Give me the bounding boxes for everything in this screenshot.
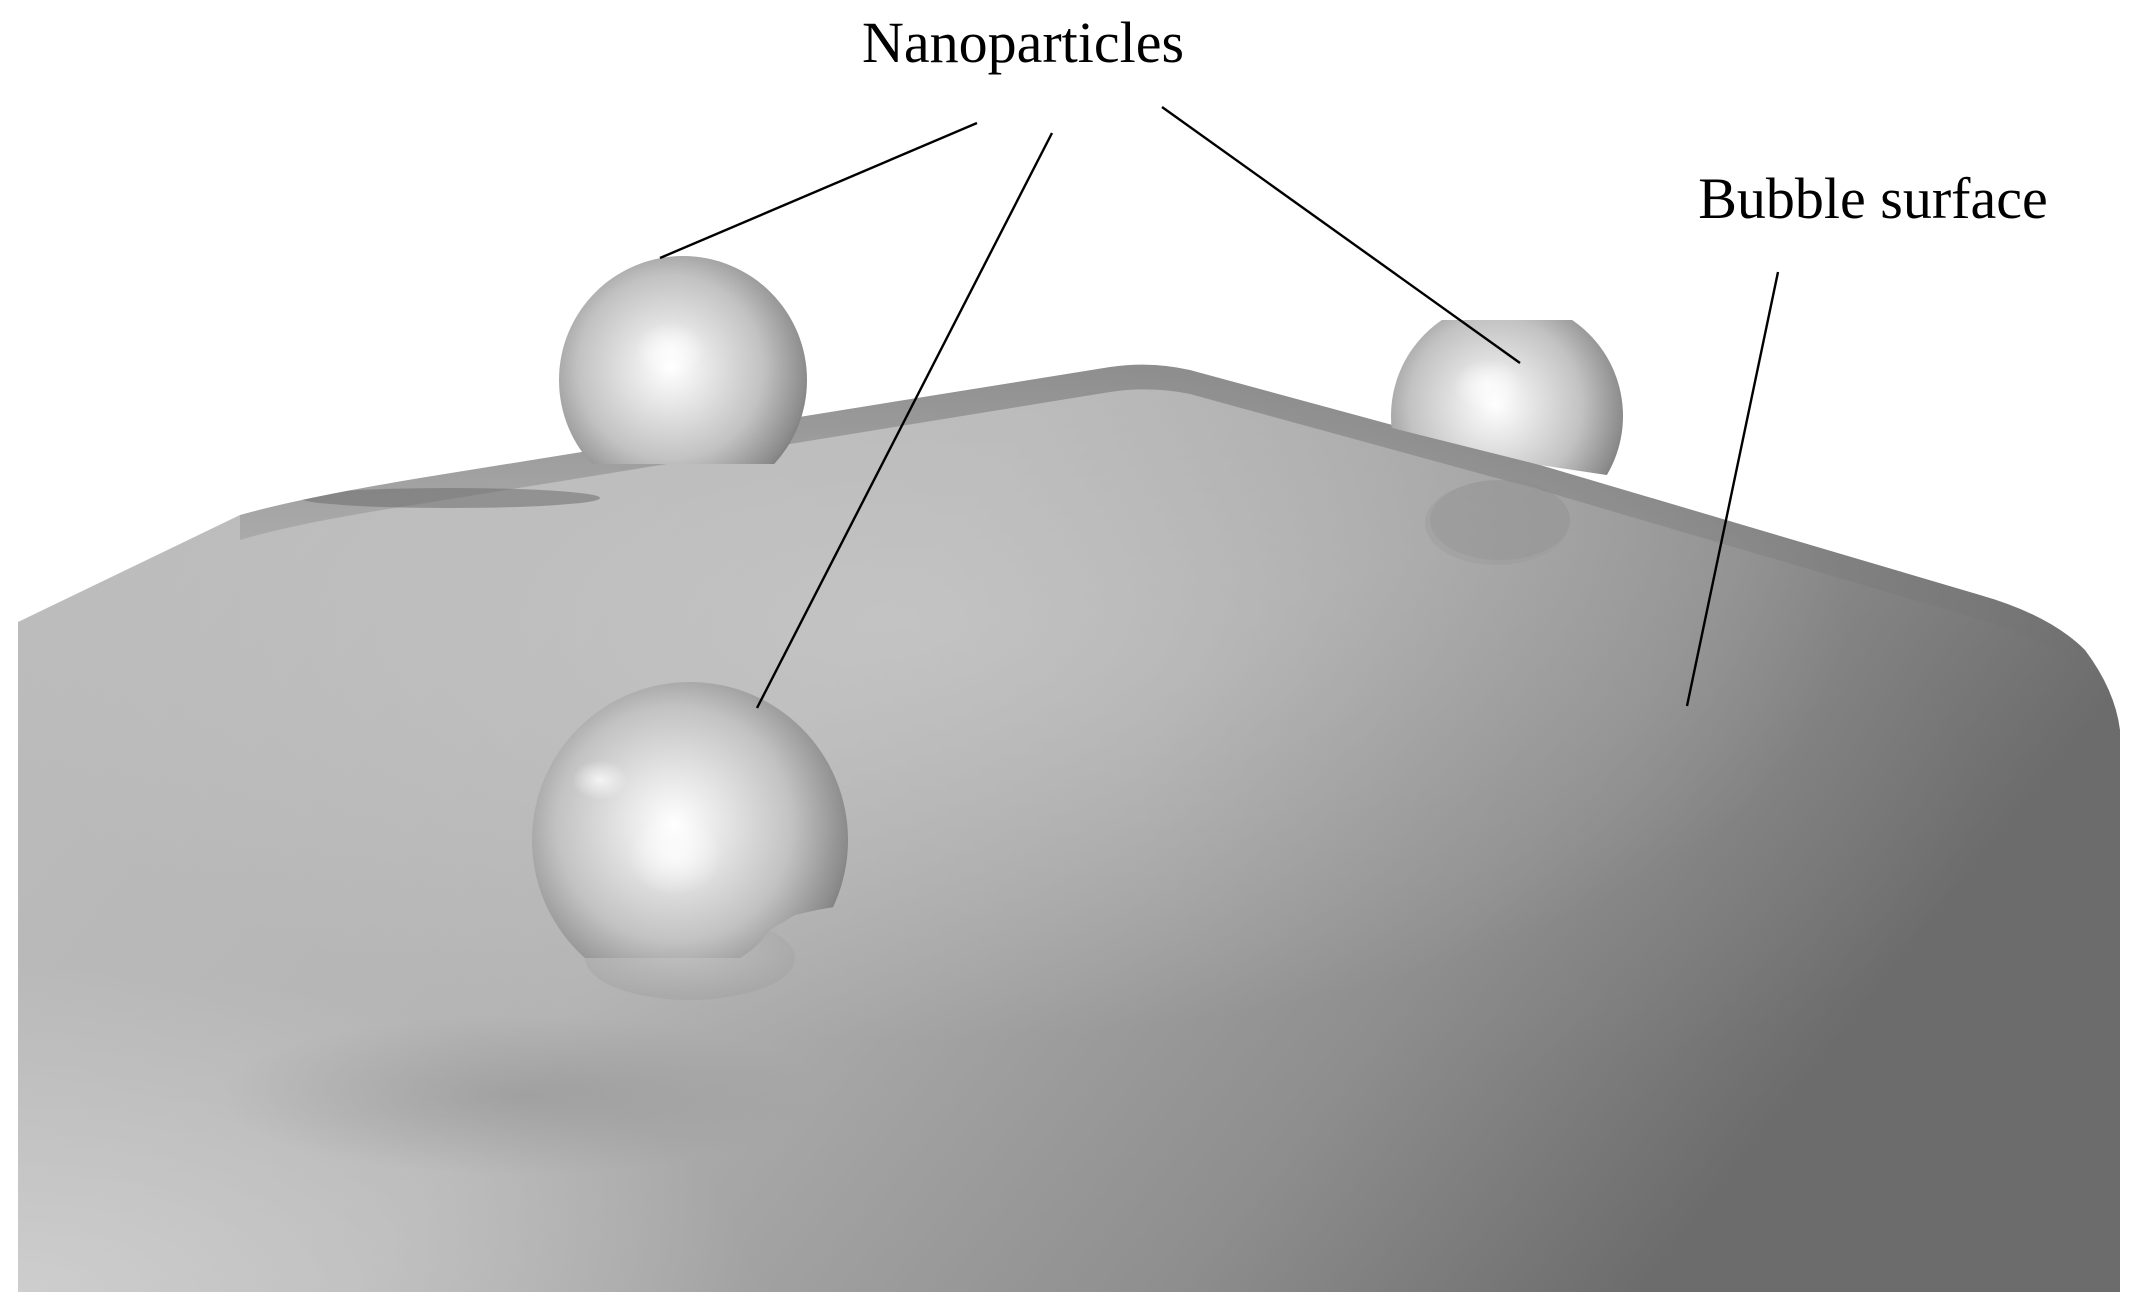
leader-line-middle-particle [755,132,1054,709]
leader-line-bubble [1685,271,1780,707]
label-bubble-surface: Bubble surface [1698,166,2047,231]
leader-lines [659,106,1780,709]
leader-line-right-particle [1161,106,1521,364]
nanoparticle-middle [532,682,848,1000]
nanoparticle-left [559,256,807,464]
bubble-surface [18,364,2120,1293]
leader-line-left-particle [659,121,978,260]
label-nanoparticles: Nanoparticles [862,10,1184,75]
